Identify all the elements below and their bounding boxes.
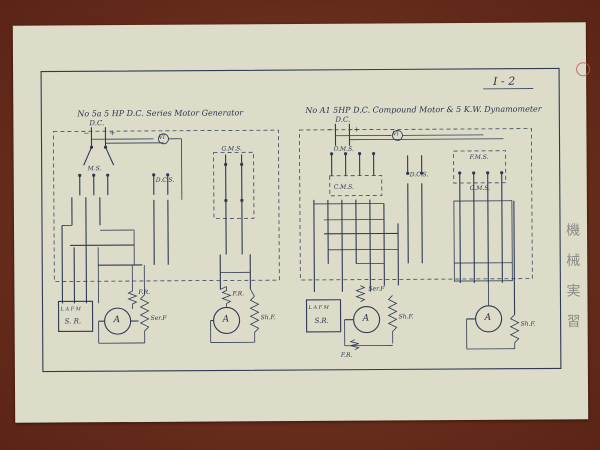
right-dc-switch-label: D.C.S. <box>409 171 429 179</box>
left-gen-rheostat-label: F.R. <box>232 290 245 298</box>
left-diagram-title: No 5a 5 HP D.C. Series Motor Generator <box>77 108 244 119</box>
left-starter-label: S. R. <box>64 317 82 326</box>
right-series-field <box>355 285 366 302</box>
left-field-rheostat <box>127 287 138 310</box>
left-shunt-field-label: Sh.F. <box>260 314 276 322</box>
right-starter-terminals: L A F M <box>308 304 329 311</box>
right-field-rheostat <box>349 339 360 351</box>
left-gen-shunt-field <box>249 296 260 343</box>
left-supply-label: D.C. <box>89 119 105 128</box>
right-motor-armature-label: A <box>362 313 370 324</box>
frame-border <box>40 67 562 373</box>
drawing-sheet: I - 2 No 5a 5 HP D.C. Series Motor Gener… <box>12 22 591 423</box>
right-starter-label: S.R. <box>314 316 329 325</box>
left-gen-armature-label: A <box>222 314 230 325</box>
left-dc-switch-label: D.C.S. <box>155 176 175 184</box>
left-series-field-label: Ser.F <box>150 314 167 322</box>
right-gen-armature-label: A <box>484 312 492 323</box>
right-panel-dashed <box>299 128 533 281</box>
right-diagram-lines <box>299 123 533 351</box>
left-panel-dashed <box>53 129 280 282</box>
left-series-field <box>139 294 150 343</box>
corner-stamp-icon <box>576 62 591 77</box>
left-starter-box <box>57 300 94 333</box>
right-meter-label: Vl <box>392 130 399 138</box>
margin-pencil-note: 機 械 実 習 <box>564 222 581 334</box>
page-number: I - 2 <box>493 74 516 88</box>
right-plus-label: + <box>353 125 360 134</box>
right-main-switch-label: O.M.S. <box>333 145 354 153</box>
terminal-dots <box>78 145 504 203</box>
right-supply-label: D.C. <box>335 115 351 124</box>
right-gen-shunt-field-label: Sh.F. <box>520 320 536 328</box>
right-diagram-title: No A1 5HP D.C. Compound Motor & 5 K.W. D… <box>305 104 542 115</box>
right-gen-switch-sub-label: G.M.S. <box>469 184 491 192</box>
right-gen-switch-label: F.M.S. <box>469 153 489 161</box>
right-shunt-field <box>387 295 398 344</box>
left-diagram-lines <box>53 127 280 344</box>
right-shunt-field-label: Sh.F. <box>398 313 414 321</box>
right-field-rheostat-label: F.R. <box>340 351 353 359</box>
left-gen-switch-box <box>213 151 255 219</box>
right-minus-label: − <box>327 125 334 134</box>
left-field-rheostat-label: F.R. <box>138 288 151 296</box>
right-starter-box <box>305 299 342 333</box>
right-gen-panel <box>453 200 513 282</box>
left-gen-rheostat <box>221 286 232 308</box>
left-motor-armature-label: A <box>113 315 121 326</box>
left-meter-label: Vl <box>158 133 165 141</box>
left-plus-label: + <box>109 129 116 138</box>
left-gen-switch-label: G.M.S. <box>221 145 242 153</box>
right-sub-switch-label: C.M.S. <box>333 183 354 191</box>
right-series-field-label: Ser.F <box>368 285 385 293</box>
right-sub-switch-box <box>329 175 383 197</box>
left-main-switch-label: M.S. <box>87 165 102 173</box>
left-starter-terminals: L A F M <box>60 306 81 313</box>
left-minus-label: − <box>83 129 90 138</box>
right-gen-shunt-field <box>509 314 520 349</box>
wiring-drawing <box>40 67 562 373</box>
